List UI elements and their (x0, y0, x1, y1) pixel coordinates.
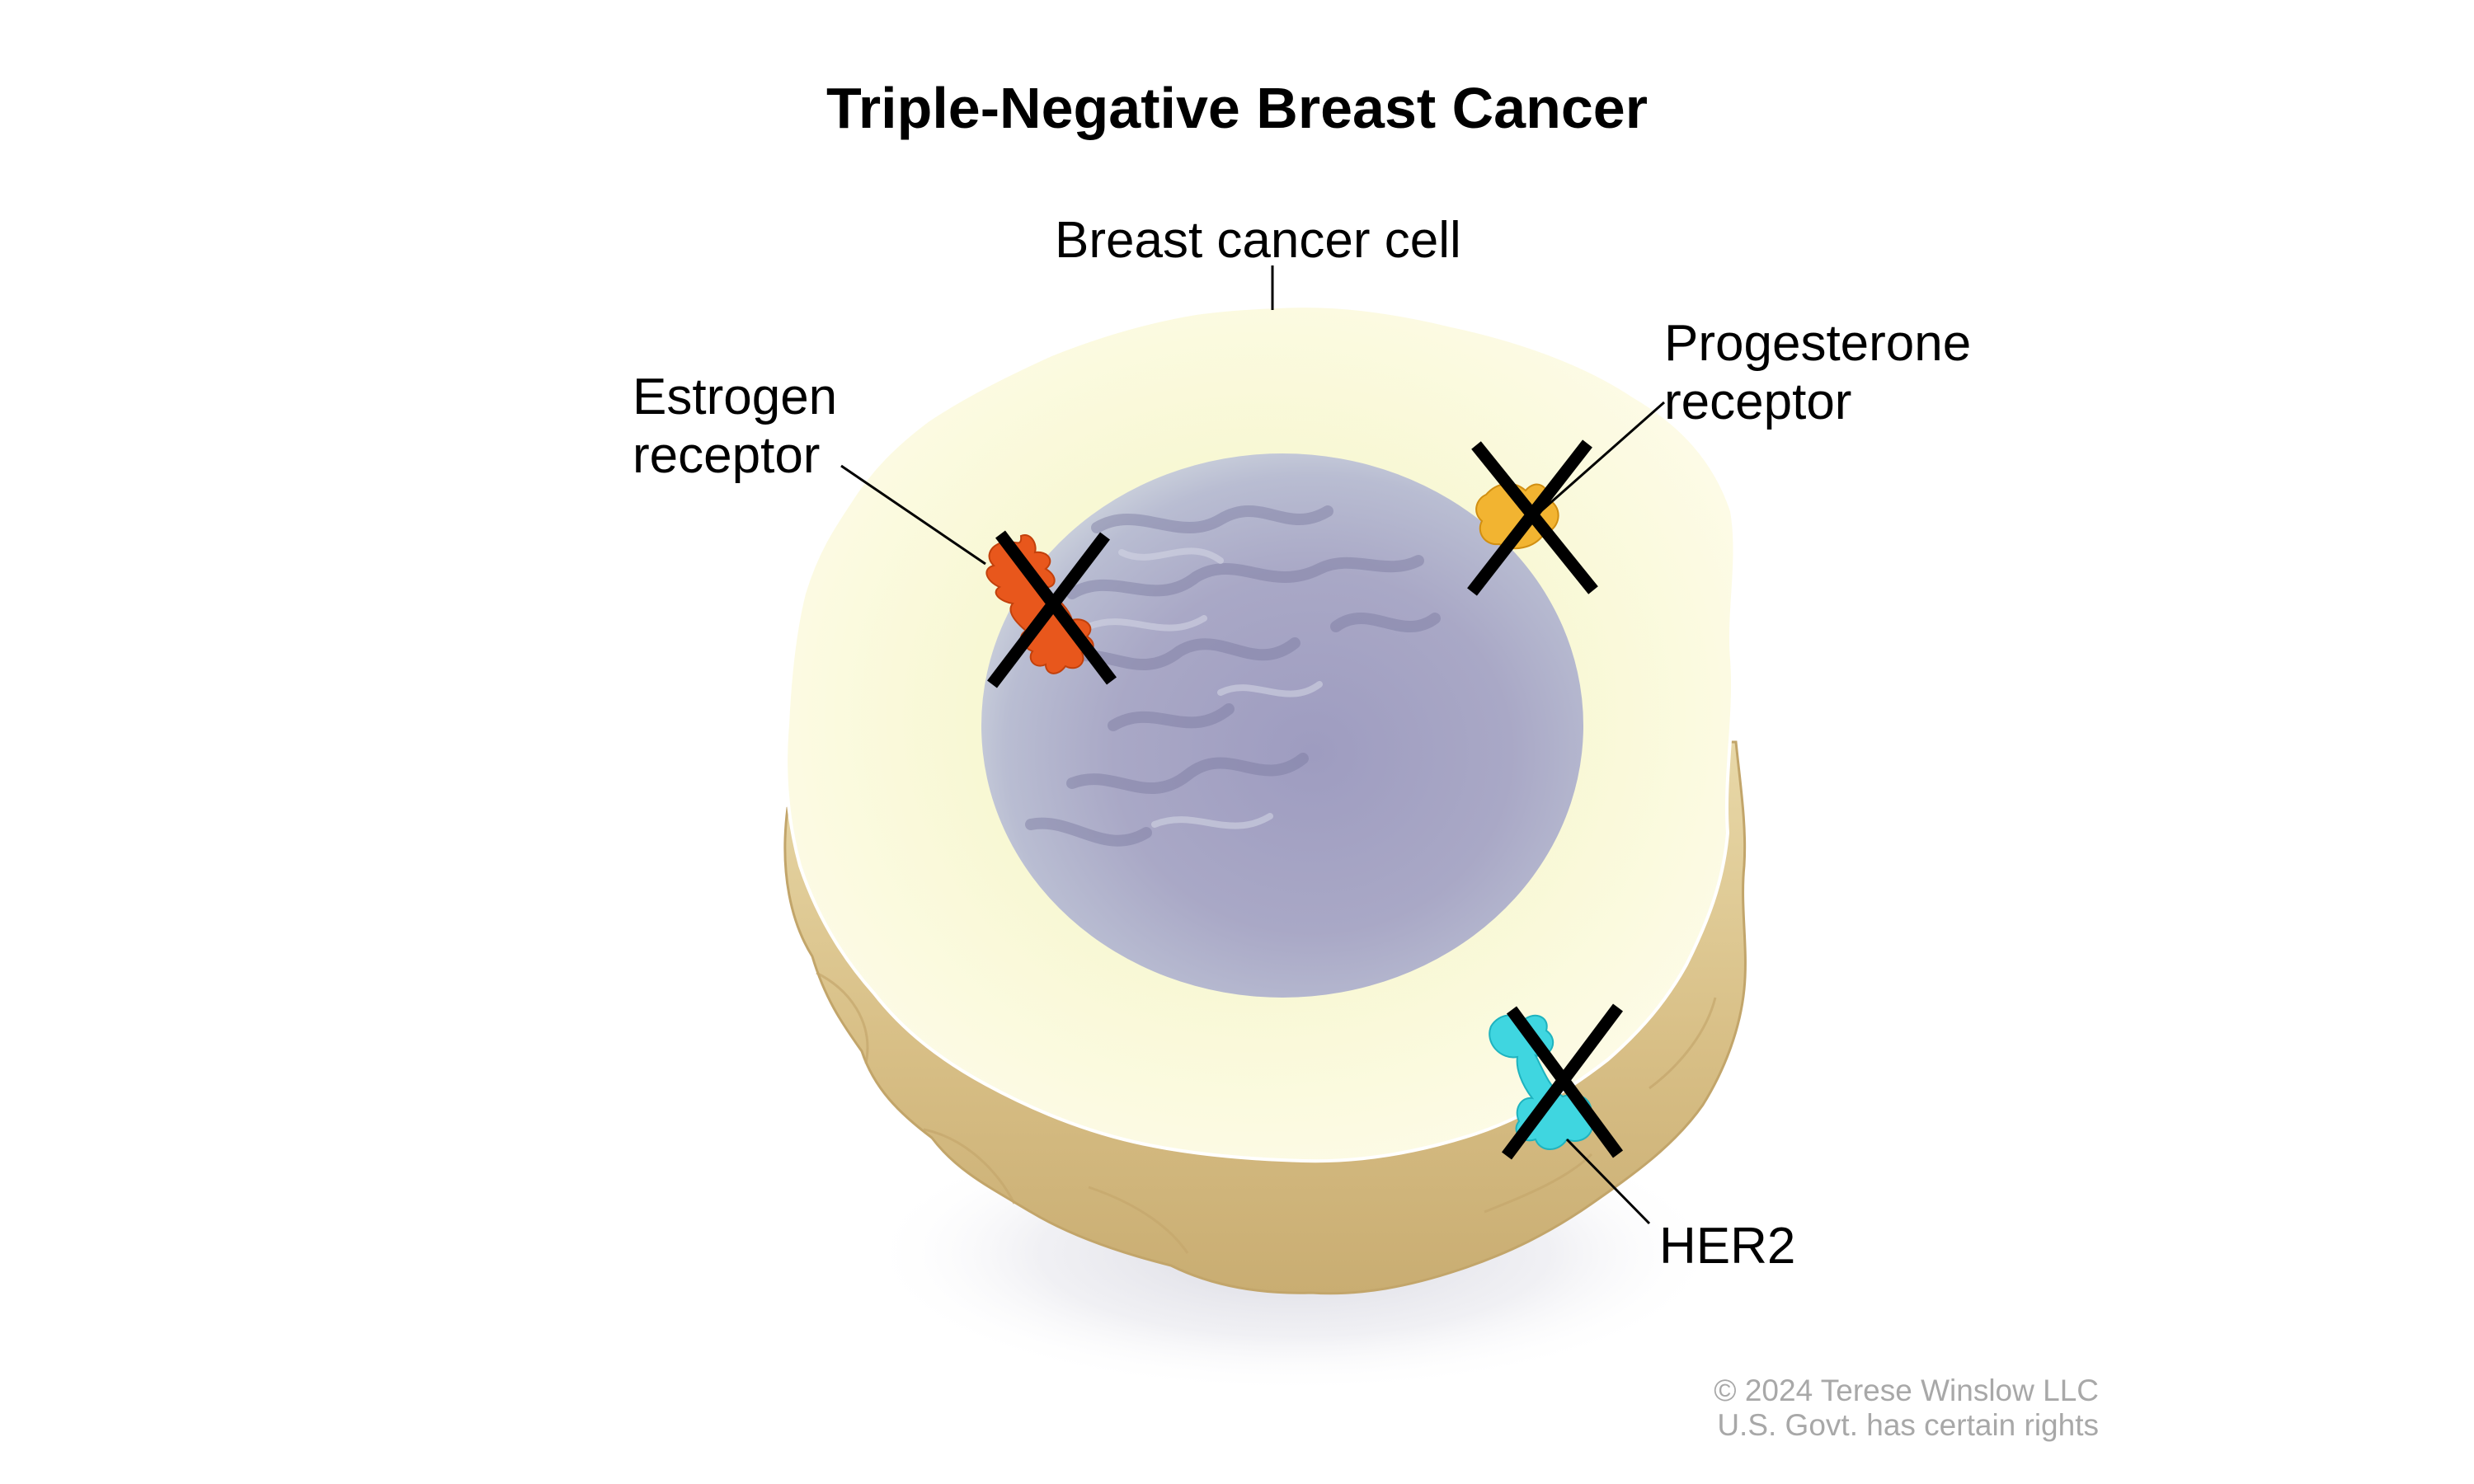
cell-label: Breast cancer cell (1055, 211, 1461, 270)
estrogen-x-mark (987, 530, 1117, 688)
estrogen-receptor-shape (985, 534, 1094, 674)
estrogen-receptor-label: Estrogen receptor (633, 368, 837, 485)
her2-label-text: HER2 (1659, 1218, 1796, 1275)
estrogen-label-line-1: Estrogen (633, 369, 838, 425)
estrogen-leader-line (840, 464, 986, 566)
progesterone-leader-line (1529, 401, 1665, 523)
cell-label-text: Breast cancer cell (1055, 212, 1461, 269)
her2-label: HER2 (1659, 1217, 1795, 1275)
estrogen-label-line-2: receptor (633, 427, 821, 484)
progesterone-receptor-label: Progesterone receptor (1664, 314, 1971, 431)
credit-line-1: © 2024 Terese Winslow LLC (1714, 1374, 2099, 1407)
nucleus (981, 453, 1583, 998)
credit-line-2: U.S. Govt. has certain rights (1717, 1408, 2099, 1442)
diagram-title: Triple-Negative Breast Cancer (826, 76, 1648, 140)
progesterone-x-mark (1467, 439, 1598, 596)
her2-x-mark (1502, 1003, 1624, 1160)
her2-leader-line (1565, 1138, 1651, 1225)
cell-wall-bumps (816, 971, 1717, 1254)
her2-receptor-shape (1489, 1014, 1593, 1150)
progesterone-label-line-1: Progesterone (1664, 315, 1972, 372)
copyright-credit: © 2024 Terese Winslow LLC U.S. Govt. has… (1714, 1374, 2099, 1443)
progesterone-label-line-2: receptor (1664, 373, 1852, 430)
